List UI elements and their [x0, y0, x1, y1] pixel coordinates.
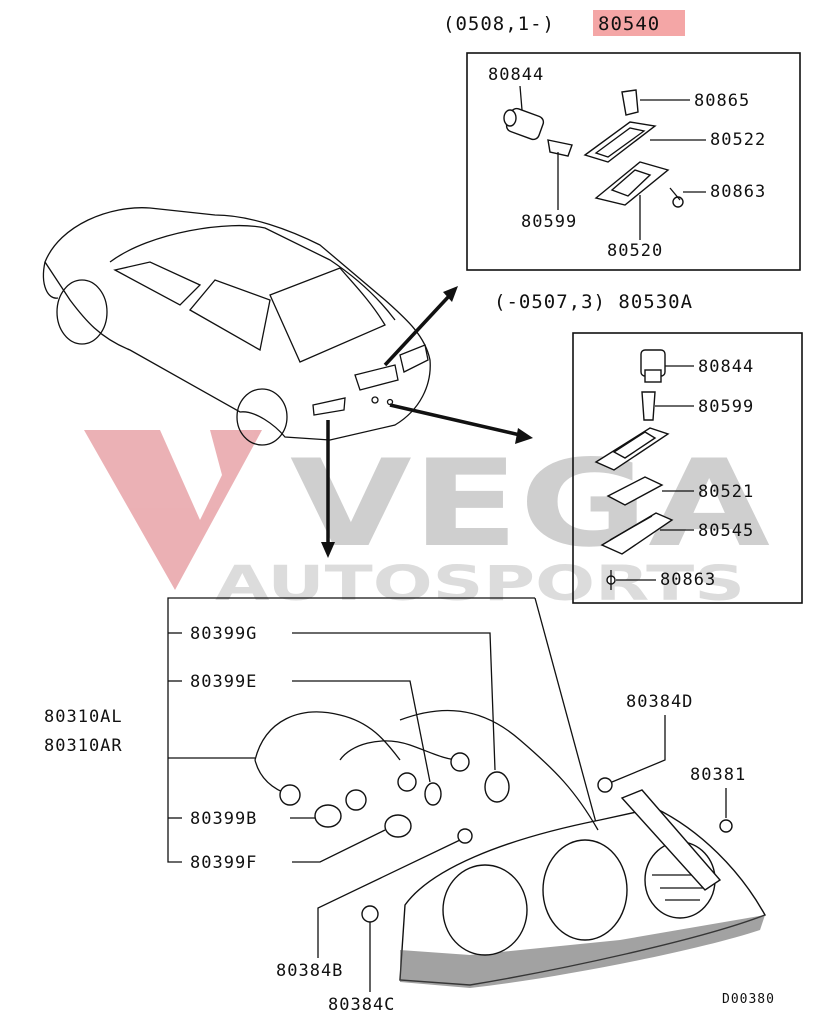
clip-80865-drawing — [621, 89, 639, 116]
grommet-80384d-drawing — [597, 777, 613, 793]
part-label: 80844 — [698, 357, 754, 377]
tail-lamp-housing — [399, 789, 767, 988]
part-label: 80399F — [190, 853, 257, 873]
part-label: 80599 — [521, 212, 577, 232]
header-highlight — [593, 10, 685, 36]
bulb-80599b-drawing — [641, 391, 656, 421]
part-label: 80384D — [626, 692, 693, 712]
socket-80844-drawing — [503, 107, 545, 141]
leader-arrows — [321, 286, 533, 558]
bulb-80399b-drawing — [314, 804, 342, 828]
assembly-label-right: 80310AR — [44, 736, 123, 756]
bulb-80599-drawing — [547, 139, 573, 157]
part-label: 80399G — [190, 624, 257, 644]
screw-80863b-drawing — [606, 570, 616, 590]
part-label: 80599 — [698, 397, 754, 417]
part-label: 80521 — [698, 482, 754, 502]
assembly-label-left: 80310AL — [44, 707, 123, 727]
gasket-80522-drawing — [583, 121, 657, 163]
box-late-frame — [466, 52, 801, 271]
part-label: 80844 — [488, 65, 544, 85]
screw-80381-drawing — [719, 819, 733, 833]
grommet-80384c-drawing — [361, 905, 379, 923]
part-label: 80399B — [190, 809, 257, 829]
part-label: 80865 — [694, 91, 750, 111]
part-label: 80399E — [190, 672, 257, 692]
part-label: 80384B — [276, 961, 343, 981]
bulb-80399e-drawing — [424, 782, 442, 806]
wiring-harness — [254, 709, 599, 831]
box-late-header-part: 80540 — [598, 13, 660, 35]
watermark-brand: VEGA — [290, 435, 770, 574]
housing-drawing — [594, 427, 670, 471]
license-lamp-box-early: (-0507,3) 80530A 80844 80599 80521 — [494, 291, 803, 604]
part-label: 80384C — [328, 995, 395, 1015]
part-label: 80863 — [710, 182, 766, 202]
tail-lamp-assembly: 80310AL 80310AR 80399G 80399E 80399B 803… — [44, 597, 767, 1015]
socket-80844b-drawing — [640, 349, 666, 383]
part-label: 80381 — [690, 765, 746, 785]
grommet-80384b-drawing — [457, 828, 473, 844]
part-label: 80545 — [698, 521, 754, 541]
box-early-header: (-0507,3) 80530A — [494, 291, 693, 313]
vega-logo-mark — [84, 430, 262, 590]
box-late-header-prefix: (0508,1-) — [443, 13, 555, 35]
vega-watermark: VEGA AUTOSPORTS — [84, 430, 770, 612]
bulb-80399f-drawing — [384, 814, 412, 838]
lens-80545-drawing — [600, 512, 674, 555]
part-label: 80520 — [607, 241, 663, 261]
part-label: 80522 — [710, 130, 766, 150]
part-label: 80863 — [660, 570, 716, 590]
bulb-80399g-drawing — [484, 771, 510, 803]
box-early-frame — [572, 332, 803, 604]
diagram-code: D00380 — [722, 992, 775, 1007]
license-lamp-box-late: (0508,1-) 80540 80844 80865 — [443, 10, 801, 271]
screw-80863-drawing — [669, 187, 684, 208]
car-illustration — [42, 207, 431, 446]
lens-80520-drawing — [594, 161, 670, 206]
gasket-80521-drawing — [606, 476, 664, 506]
